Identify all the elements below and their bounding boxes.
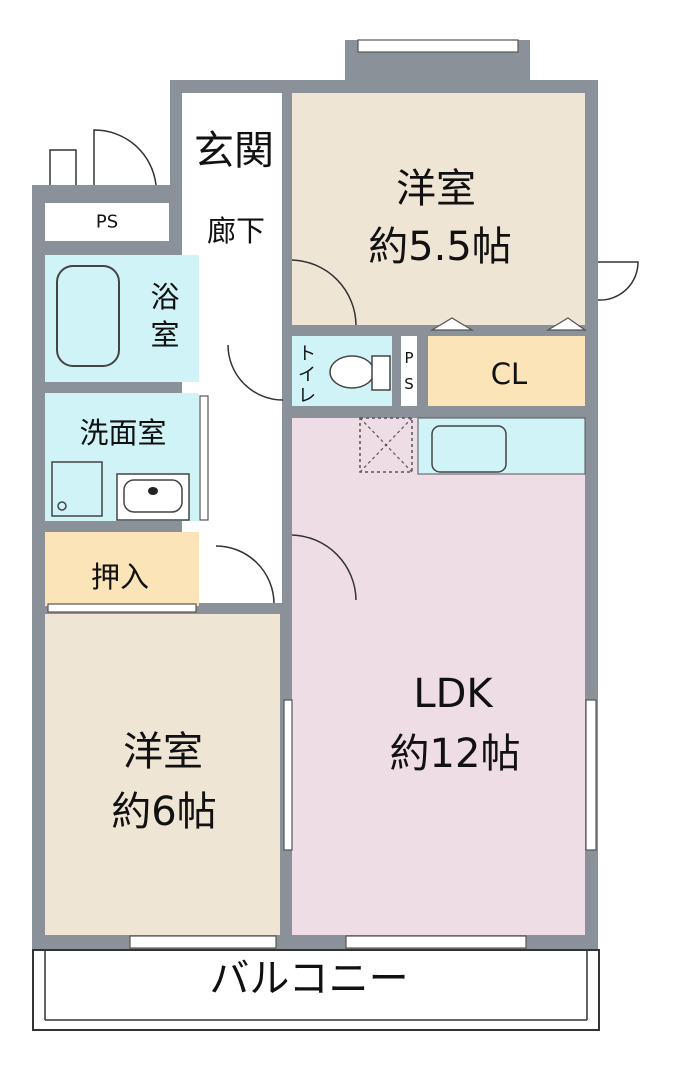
room-oshiire xyxy=(45,532,199,606)
entrance-label: 玄関 xyxy=(194,128,274,174)
room-ldk xyxy=(292,418,585,935)
windows xyxy=(47,39,597,949)
toilet-label-3: レ xyxy=(298,386,316,407)
western-large-label: 洋室 xyxy=(123,729,203,775)
ldk-label: LDK xyxy=(413,671,494,717)
room-ps-top xyxy=(45,203,169,241)
ldk-size: 約12帖 xyxy=(390,731,521,777)
closet-label: CL xyxy=(491,357,527,391)
ps-top-label: PS xyxy=(96,212,118,233)
room-ps-mid xyxy=(401,336,417,406)
room-closet xyxy=(428,336,585,406)
western-small-label: 洋室 xyxy=(396,166,476,212)
toilet-label-2: イ xyxy=(298,365,316,386)
toilet-label-1: ト xyxy=(298,344,316,365)
bath-label-1: 浴 xyxy=(150,280,179,314)
washroom-label: 洗面室 xyxy=(79,416,166,450)
balcony-label: バルコニー xyxy=(209,956,408,1002)
fixtures xyxy=(51,265,507,521)
oshiire-label: 押入 xyxy=(91,560,149,594)
bath-label-2: 室 xyxy=(150,318,179,352)
doors xyxy=(49,129,639,604)
western-large-size: 約6帖 xyxy=(111,789,216,835)
ps-mid-label-1: P xyxy=(404,349,413,367)
ps-mid-label-2: S xyxy=(404,375,414,393)
balcony xyxy=(32,949,600,1031)
room-western-small xyxy=(292,93,585,325)
corridor-label: 廊下 xyxy=(207,214,265,248)
closet-doors xyxy=(429,317,587,331)
room-bath xyxy=(45,255,199,382)
western-small-size: 約5.5帖 xyxy=(368,224,512,270)
room-western-large xyxy=(45,614,280,935)
room-entrance xyxy=(182,93,282,197)
